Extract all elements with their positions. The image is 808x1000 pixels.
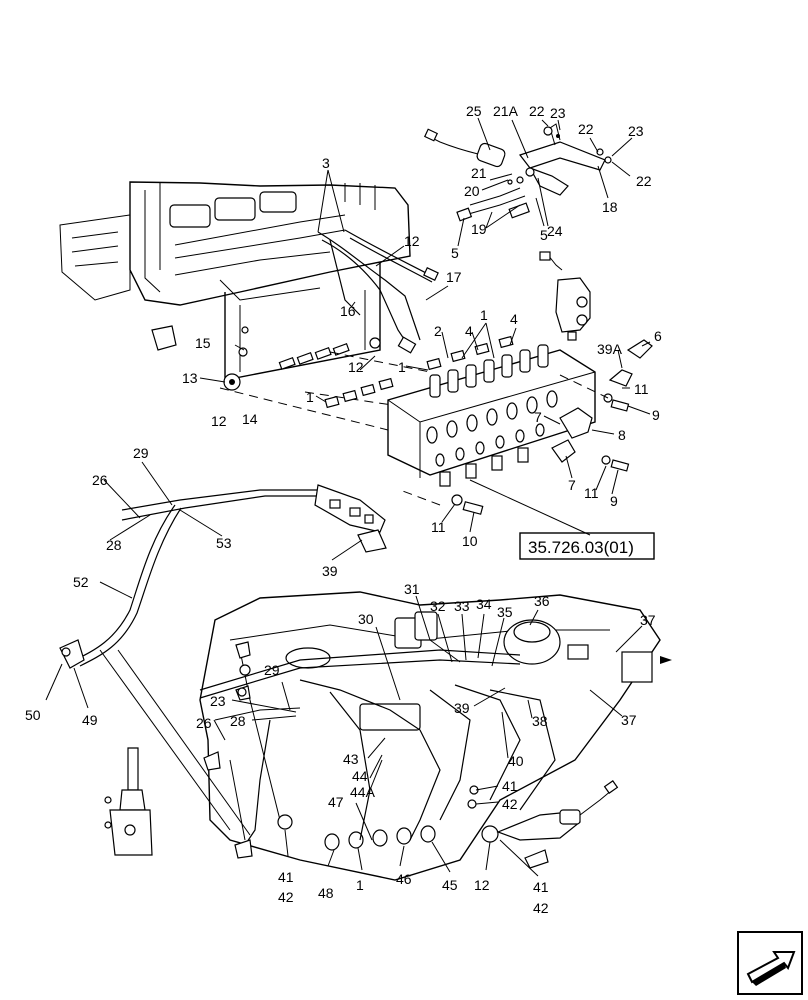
callout-1: 1 bbox=[398, 359, 406, 375]
callout-6: 6 bbox=[654, 328, 662, 344]
callout-1: 1 bbox=[356, 877, 364, 893]
callout-33: 33 bbox=[454, 598, 470, 614]
callout-2: 2 bbox=[434, 323, 442, 339]
callout-40: 40 bbox=[508, 753, 524, 769]
callout-43: 43 bbox=[343, 751, 359, 767]
callout-22: 22 bbox=[636, 173, 652, 189]
callout-44A: 44A bbox=[350, 784, 376, 800]
leader-lines bbox=[45, 117, 651, 877]
callout-41: 41 bbox=[533, 879, 549, 895]
callout-29: 29 bbox=[133, 445, 149, 461]
callout-22: 22 bbox=[529, 103, 545, 119]
callout-5: 5 bbox=[451, 245, 459, 261]
callout-9: 9 bbox=[652, 407, 660, 423]
callout-12: 12 bbox=[211, 413, 227, 429]
callout-1: 1 bbox=[480, 307, 488, 323]
callout-34: 34 bbox=[476, 596, 492, 612]
callout-labels-middle: 29 26 28 53 39 52 50 49 bbox=[25, 445, 338, 728]
callout-26: 26 bbox=[196, 715, 212, 731]
callout-8: 8 bbox=[618, 427, 626, 443]
callout-17: 17 bbox=[446, 269, 462, 285]
callout-19: 19 bbox=[471, 221, 487, 237]
callout-52: 52 bbox=[73, 574, 89, 590]
callout-11: 11 bbox=[634, 381, 649, 397]
callout-14: 14 bbox=[242, 411, 258, 427]
callout-39A: 39A bbox=[597, 341, 623, 357]
callout-53: 53 bbox=[216, 535, 232, 551]
callout-28: 28 bbox=[106, 537, 122, 553]
callout-9: 9 bbox=[610, 493, 618, 509]
callout-13: 13 bbox=[182, 370, 198, 386]
hoses-top bbox=[317, 229, 439, 354]
callout-20: 20 bbox=[464, 183, 480, 199]
bottom-assembly bbox=[99, 591, 672, 881]
callout-49: 49 bbox=[82, 712, 98, 728]
callout-3: 3 bbox=[322, 155, 330, 171]
reference-callout: 35.726.03(01) bbox=[469, 479, 655, 560]
switch-detail bbox=[539, 251, 653, 472]
callout-23: 23 bbox=[550, 105, 566, 121]
callout-48: 48 bbox=[318, 885, 334, 901]
callout-10: 10 bbox=[462, 533, 478, 549]
callout-1: 1 bbox=[306, 389, 314, 405]
callout-4: 4 bbox=[465, 323, 473, 339]
callout-labels-bottom: 31 32 33 34 35 36 30 37 37 29 23 28 26 3… bbox=[196, 581, 656, 916]
callout-35: 35 bbox=[497, 604, 513, 620]
callout-37: 37 bbox=[621, 712, 637, 728]
callout-38: 38 bbox=[532, 713, 548, 729]
callout-11: 11 bbox=[431, 519, 446, 535]
callout-16: 16 bbox=[340, 303, 356, 319]
callout-29: 29 bbox=[264, 662, 280, 678]
callout-12: 12 bbox=[404, 233, 420, 249]
callout-36: 36 bbox=[534, 593, 550, 609]
callout-32: 32 bbox=[430, 598, 446, 614]
callout-37: 37 bbox=[640, 612, 656, 628]
solenoid-assembly bbox=[423, 123, 612, 222]
callout-5: 5 bbox=[540, 227, 548, 243]
callout-44: 44 bbox=[352, 768, 368, 784]
callout-11: 11 bbox=[584, 485, 599, 501]
callout-7: 7 bbox=[568, 477, 576, 493]
callout-15: 15 bbox=[195, 335, 211, 351]
callout-21: 21 bbox=[471, 165, 487, 181]
machine-frame bbox=[59, 181, 411, 391]
wiring-harness bbox=[59, 484, 387, 669]
callout-22: 22 bbox=[578, 121, 594, 137]
callout-42: 42 bbox=[278, 889, 294, 905]
callout-42: 42 bbox=[502, 796, 518, 812]
callout-12: 12 bbox=[474, 877, 490, 893]
callout-4: 4 bbox=[510, 311, 518, 327]
callout-47: 47 bbox=[328, 794, 344, 810]
control-valve bbox=[324, 335, 596, 515]
callout-23: 23 bbox=[210, 693, 226, 709]
callout-31: 31 bbox=[404, 581, 420, 597]
callout-46: 46 bbox=[396, 871, 412, 887]
callout-25: 25 bbox=[466, 103, 482, 119]
callout-50: 50 bbox=[25, 707, 41, 723]
callout-39: 39 bbox=[322, 563, 338, 579]
callout-24: 24 bbox=[547, 223, 563, 239]
explode-lines-top bbox=[219, 351, 609, 506]
callout-18: 18 bbox=[602, 199, 618, 215]
callout-39: 39 bbox=[454, 700, 470, 716]
callout-28: 28 bbox=[230, 713, 246, 729]
callout-45: 45 bbox=[442, 877, 458, 893]
callout-42: 42 bbox=[533, 900, 549, 916]
callout-21A: 21A bbox=[493, 103, 519, 119]
callout-labels-top: 25 21A 22 23 22 23 22 21 20 18 24 19 5 5… bbox=[182, 103, 662, 549]
callout-12: 12 bbox=[348, 359, 364, 375]
callout-41: 41 bbox=[278, 869, 294, 885]
callout-7: 7 bbox=[534, 409, 542, 425]
callout-30: 30 bbox=[358, 611, 374, 627]
callout-23: 23 bbox=[628, 123, 644, 139]
next-page-arrow-icon[interactable] bbox=[737, 931, 803, 995]
callout-41: 41 bbox=[502, 778, 518, 794]
callout-26: 26 bbox=[92, 472, 108, 488]
reference-box-label: 35.726.03(01) bbox=[528, 538, 634, 557]
